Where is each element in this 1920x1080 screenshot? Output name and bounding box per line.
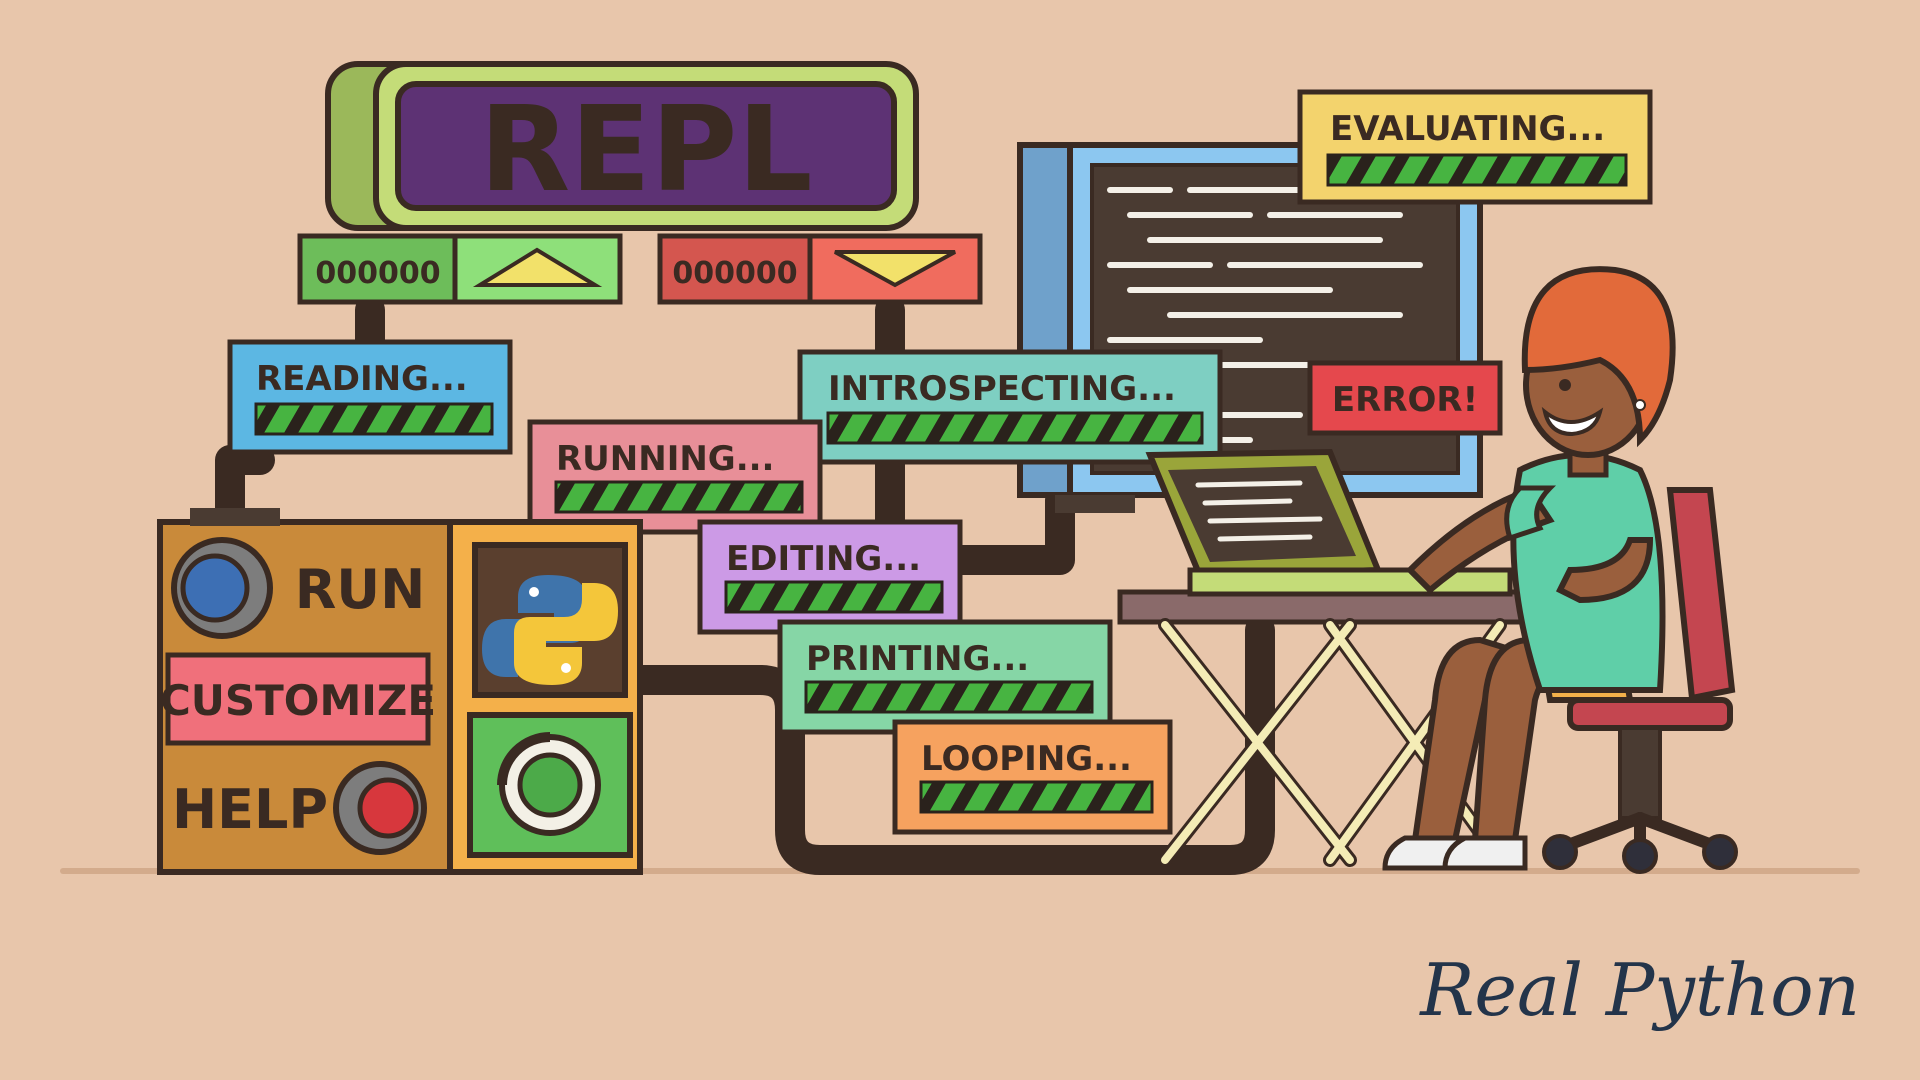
stage-introspecting-label: INTROSPECTING... (828, 369, 1176, 409)
progress-bar (804, 680, 1094, 714)
progress-bar (254, 402, 494, 436)
laptop (1145, 448, 1513, 597)
stage-running: RUNNING... (527, 419, 823, 535)
power-dial-icon (497, 732, 601, 836)
progress-bar (724, 580, 944, 614)
counter-right-value: 000000 (672, 256, 797, 291)
chair (1542, 487, 1738, 874)
stage-introspecting: INTROSPECTING... (797, 349, 1223, 465)
python-logo-icon (482, 575, 618, 685)
stage-looping: LOOPING... (892, 719, 1173, 835)
progress-bar (826, 411, 1204, 445)
run-label: RUN (295, 558, 426, 621)
stage-running-label: RUNNING... (556, 439, 774, 479)
down-arrow-icon (834, 250, 956, 288)
progress-bar (919, 780, 1154, 814)
stage-error-label: ERROR! (1332, 380, 1478, 420)
stage-looping-label: LOOPING... (921, 739, 1132, 779)
stage-editing-label: EDITING... (726, 539, 921, 579)
person (1382, 266, 1676, 871)
stage-evaluating: EVALUATING... (1297, 89, 1653, 205)
customize-label: CUSTOMIZE (160, 676, 436, 725)
counter-left: 000000 (297, 233, 623, 305)
blue-knob-icon (171, 537, 273, 639)
customize-plate (165, 652, 431, 746)
stage-reading: READING... (227, 339, 513, 455)
stage-error: ERROR! (1307, 360, 1503, 436)
repl-title: REPL (479, 80, 812, 218)
control-panel: RUN CUSTOMIZE HELP (157, 508, 643, 875)
counter-left-value: 000000 (315, 256, 440, 291)
stage-editing: EDITING... (697, 519, 963, 635)
stage-printing: PRINTING... (777, 619, 1113, 735)
repl-sign: REPL (325, 61, 919, 231)
progress-bar (1326, 153, 1628, 187)
up-arrow-icon (472, 247, 603, 287)
help-label: HELP (172, 778, 328, 841)
real-python-logo: Real Python (1418, 948, 1860, 1032)
stage-reading-label: READING... (256, 359, 468, 399)
red-knob-icon (333, 761, 427, 855)
progress-bar (554, 480, 804, 514)
stage-evaluating-label: EVALUATING... (1330, 109, 1605, 149)
counter-right: 000000 (657, 233, 983, 305)
stage-printing-label: PRINTING... (806, 639, 1029, 679)
